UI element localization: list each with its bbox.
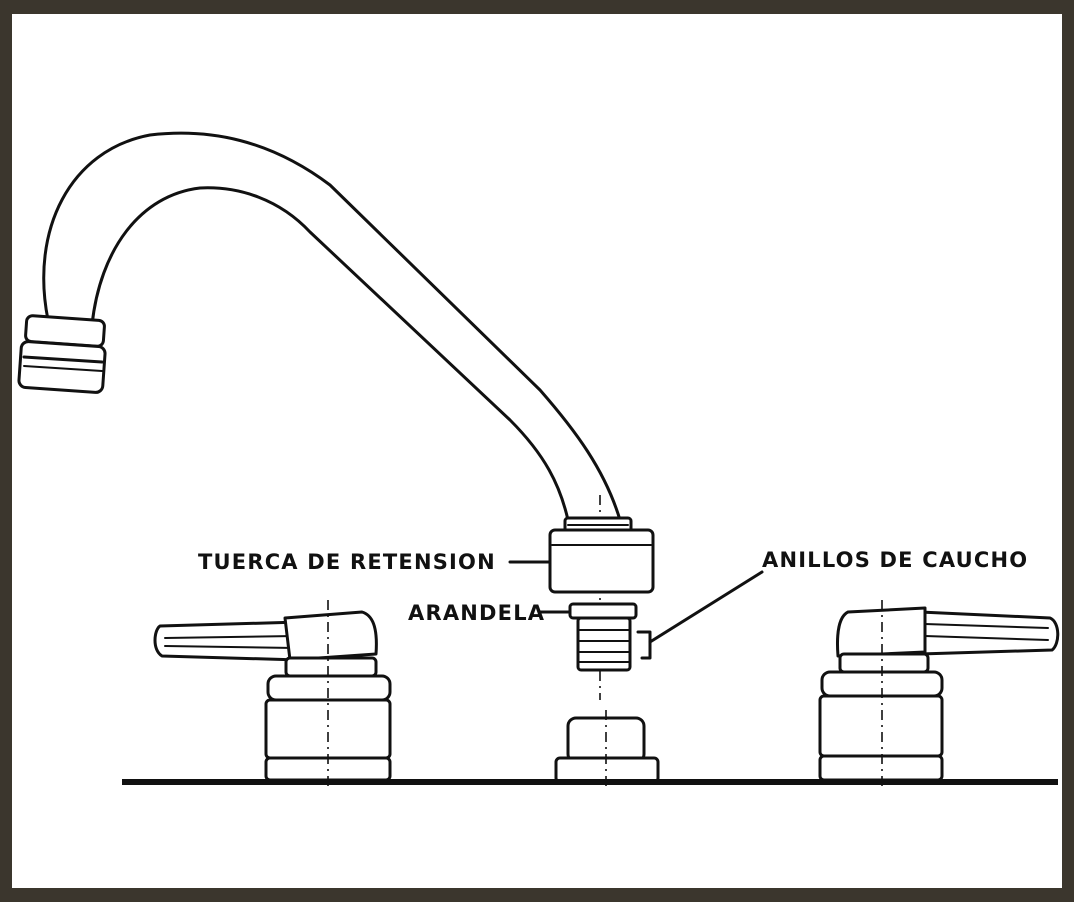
spout-base bbox=[554, 710, 660, 790]
label-rubber-rings: ANILLOS DE CAUCHO bbox=[762, 548, 1028, 572]
spout bbox=[42, 131, 622, 522]
threaded-stem bbox=[576, 616, 632, 672]
right-valve bbox=[818, 600, 1060, 790]
label-retaining-nut: TUERCA DE RETENSION bbox=[198, 550, 496, 574]
retaining-nut bbox=[548, 528, 655, 594]
rings-leader bbox=[648, 570, 764, 644]
washer bbox=[568, 602, 638, 620]
label-washer: ARANDELA bbox=[408, 601, 545, 625]
aerator bbox=[17, 314, 107, 394]
left-valve bbox=[153, 600, 392, 790]
rings-bracket bbox=[636, 630, 652, 660]
